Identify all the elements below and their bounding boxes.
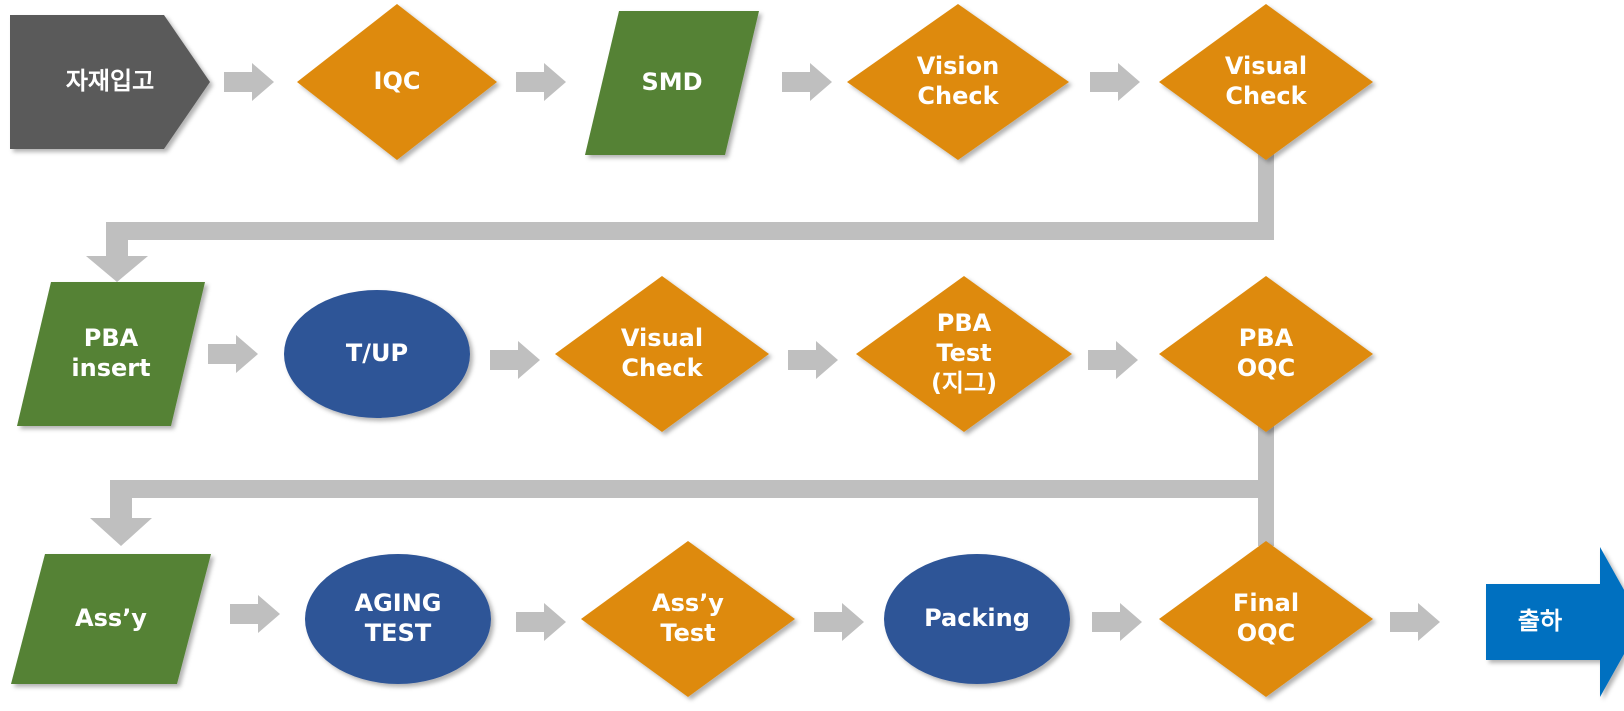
node-assy: Ass’y [11, 554, 211, 684]
node-shape-t-up [284, 290, 470, 418]
flow-arrow-8 [1088, 341, 1138, 379]
node-shipping: 출하 [1486, 547, 1624, 697]
flow-arrow-10 [516, 603, 566, 641]
node-shape-assy-test [581, 541, 795, 697]
node-label: Check [917, 82, 999, 110]
flow-arrow-6 [490, 341, 540, 379]
node-label: 출하 [1518, 607, 1562, 635]
node-label: Vision [917, 52, 999, 80]
flow-arrow-2 [516, 63, 566, 101]
node-incoming: 자재입고 [10, 15, 210, 149]
node-shape-final-oqc [1159, 541, 1373, 697]
node-label: Final [1233, 589, 1299, 617]
node-label: Test [660, 619, 715, 647]
node-label: Check [1225, 82, 1307, 110]
connectors-layer [86, 63, 1440, 641]
node-label: SMD [641, 68, 702, 96]
flow-arrow-4 [1090, 63, 1140, 101]
flow-arrow-11 [814, 603, 864, 641]
flow-arrow-9 [230, 595, 280, 633]
node-label: Visual [621, 324, 703, 352]
node-label: Visual [1225, 52, 1307, 80]
node-shape-aging-test [305, 554, 491, 684]
node-smd: SMD [585, 11, 759, 155]
node-shape-visual-check-2 [555, 276, 769, 432]
node-label: Test [936, 339, 991, 367]
node-shape-pba-oqc [1159, 276, 1373, 432]
node-t-up: T/UP [284, 290, 470, 418]
node-label: (지그) [931, 369, 997, 397]
flow-arrow-13 [1390, 603, 1440, 641]
node-shape-visual-check-1 [1159, 4, 1373, 160]
node-shape-vision-check [847, 4, 1069, 160]
flow-arrow-5 [208, 335, 258, 373]
node-shape-pba-test [856, 276, 1072, 432]
node-label: TEST [365, 619, 432, 647]
node-label: PBA [937, 309, 992, 337]
node-packing: Packing [884, 554, 1070, 684]
node-label: PBA [1239, 324, 1294, 352]
node-shape-packing [884, 554, 1070, 684]
node-shape-iqc [297, 4, 497, 160]
node-label: 자재입고 [66, 67, 154, 95]
flow-arrow-12 [1092, 603, 1142, 641]
node-label: Ass’y [75, 604, 147, 632]
node-label: Packing [924, 604, 1030, 632]
node-shape-shipping [1486, 547, 1624, 697]
node-label: OQC [1237, 619, 1295, 647]
node-iqc: IQC [297, 4, 497, 160]
node-label: OQC [1237, 354, 1295, 382]
flow-arrow-7 [788, 341, 838, 379]
row-return-connector-2 [90, 420, 1274, 546]
node-label: T/UP [346, 339, 408, 367]
node-label: Ass’y [652, 589, 724, 617]
node-label: PBA [84, 324, 139, 352]
node-shape-pba-insert [17, 282, 205, 426]
flow-arrow-1 [224, 63, 274, 101]
node-label: IQC [374, 67, 421, 95]
node-shape-assy [11, 554, 211, 684]
node-label: AGING [355, 589, 442, 617]
node-label: insert [71, 354, 150, 382]
flow-arrow-3 [782, 63, 832, 101]
row-return-connector-1 [86, 150, 1274, 282]
node-label: Check [621, 354, 703, 382]
node-shape-smd [585, 11, 759, 155]
node-shape-incoming [10, 15, 210, 149]
